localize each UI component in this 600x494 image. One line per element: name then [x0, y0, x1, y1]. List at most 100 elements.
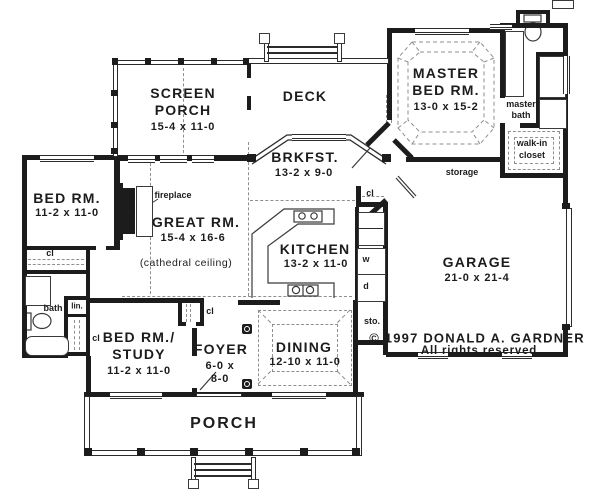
washer-label: w	[362, 254, 370, 264]
deck-step	[267, 52, 337, 54]
wall-garage-right-lower	[563, 325, 568, 357]
window-masterbed	[415, 28, 469, 35]
window-garage-1	[418, 352, 448, 359]
wall-bed-bottom	[22, 246, 96, 250]
deck-divider-post	[247, 96, 251, 110]
deck-step-post	[259, 33, 270, 44]
wall-left-exterior	[22, 155, 27, 358]
master-bed-label: MASTER	[412, 65, 480, 81]
foyer-closet-rod	[190, 304, 191, 322]
front-door-threshold	[196, 393, 242, 397]
wall-study-closet-bottom	[64, 352, 90, 356]
porch-rail-left	[84, 396, 90, 456]
ridge-dash-kitchen-boundary	[248, 142, 249, 296]
master-tray-ceiling	[397, 41, 495, 145]
porch-post	[84, 448, 92, 456]
porch-post	[137, 448, 145, 456]
screenporch-post	[111, 122, 118, 128]
dryer-box	[357, 274, 386, 302]
wall-bath-bottom	[22, 354, 68, 358]
study-closet-rod	[74, 320, 75, 350]
wall-masterbath-top	[500, 23, 568, 28]
utility-closet-rod	[362, 196, 384, 197]
wall-garage-step-h	[356, 340, 388, 345]
roof-chase	[552, 0, 574, 9]
closet-label-study: cl	[92, 333, 100, 343]
wall-utility-cl-top	[356, 186, 361, 207]
bed-room-label: BED RM.	[33, 190, 101, 206]
porch-post	[245, 448, 253, 456]
garage-dims: 21-0 x 21-4	[444, 272, 510, 284]
fireplace-mass-inner	[123, 188, 135, 234]
screenporch-post	[145, 58, 151, 65]
porch-step-post	[248, 479, 259, 489]
wall-lin-top	[64, 296, 90, 300]
bathtub-hall	[25, 336, 69, 356]
wall-toilet-nook-left	[516, 10, 520, 28]
screenporch-post	[111, 90, 118, 96]
refrigerator-divider	[358, 228, 383, 229]
master-bed-label2: BED RM.	[412, 82, 480, 98]
wall-shower-left	[536, 96, 540, 128]
bay-cap-left	[247, 154, 256, 162]
wall-foyer-closet-top	[178, 298, 204, 303]
deck-step	[267, 46, 337, 48]
fireplace-mass-outer	[114, 183, 123, 240]
kitchen-label: KITCHEN	[279, 241, 351, 257]
wall-tub-top	[536, 52, 568, 56]
porch-rail-right	[356, 396, 362, 456]
foyer-column	[242, 324, 252, 334]
foyer-closet-rod	[186, 304, 187, 322]
foyer-label: FOYER	[193, 341, 249, 357]
porch-post	[190, 448, 198, 456]
screenporch-rail-left	[113, 60, 118, 157]
walkin-rod-outer	[508, 131, 560, 170]
porch-post	[300, 448, 308, 456]
refrigerator	[358, 212, 385, 246]
wall-lin-bottom	[64, 314, 90, 317]
wall-masterbed-bottom	[406, 157, 502, 162]
screenporch-post	[243, 58, 249, 65]
screen-porch-label: SCREEN	[150, 85, 216, 101]
dining-label: DINING	[275, 339, 333, 355]
wall-dining-right	[353, 300, 358, 392]
wall-study-left	[86, 356, 91, 397]
bed-study-label: BED RM./	[102, 329, 176, 345]
closet-label-bed: cl	[46, 248, 54, 258]
wall-study-closet-right	[86, 296, 90, 356]
wall-tub-left	[536, 52, 540, 98]
copyright-line2: All rights reserved	[420, 345, 538, 357]
porch-step	[194, 469, 251, 471]
wall-toilet-nook-right	[546, 10, 550, 28]
vanity-master	[505, 31, 524, 97]
storage-label: storage	[445, 167, 479, 177]
porch-label: PORCH	[190, 415, 258, 432]
washer-box	[357, 248, 386, 276]
window-tub	[563, 56, 570, 94]
wall-garage-step-v	[383, 340, 388, 355]
foyer-dims2: 8-0	[210, 373, 230, 385]
window-garage-2	[502, 352, 532, 359]
closet-label-foyer: cl	[206, 306, 214, 316]
wall-foyer-closet-bottom-r	[196, 322, 204, 326]
deck-divider-post	[247, 64, 251, 78]
wall-bath-lin-divider	[64, 296, 68, 356]
vanity-hall-bath	[25, 276, 51, 306]
window-dining-front	[272, 392, 326, 399]
shower-master	[539, 99, 567, 129]
bath-label: bath	[43, 303, 63, 313]
wall-hall-left	[86, 246, 90, 300]
screen-porch-dims: 15-4 x 11-0	[150, 121, 216, 133]
wall-bed-bottom-stub	[106, 246, 120, 250]
wall-foyer-closet-right	[200, 298, 204, 326]
deck-rail-top	[248, 58, 389, 64]
wall-walkin-bottom	[500, 173, 568, 178]
master-bed-dims: 13-0 x 15-2	[413, 101, 479, 113]
window-greatroom-3	[192, 155, 214, 163]
porch-rail-bottom	[84, 450, 362, 456]
kitchen-counter	[251, 208, 335, 298]
wall-walkin-left	[500, 123, 505, 177]
fireplace-hearth	[136, 186, 153, 237]
wall-garage-right-upper	[563, 178, 568, 208]
